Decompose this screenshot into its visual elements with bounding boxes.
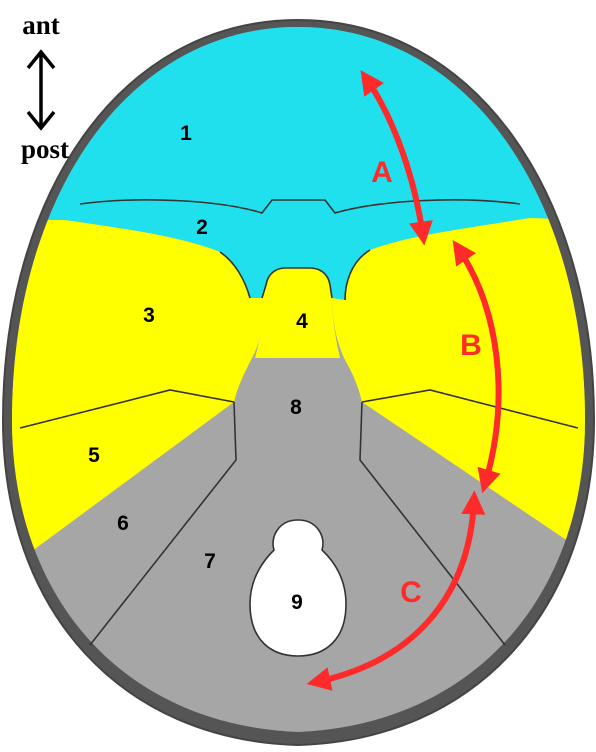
arc-a-label: A: [371, 156, 393, 189]
region-5-label: 5: [88, 444, 100, 467]
region-1-label: 1: [180, 122, 192, 145]
region-4-label: 4: [296, 310, 308, 333]
arc-c-label: C: [400, 576, 422, 609]
region-6-label: 6: [117, 512, 129, 535]
orientation-indicator: ant post: [6, 8, 76, 168]
region-8-label: 8: [290, 396, 302, 419]
posterior-label: post: [10, 136, 80, 163]
arc-b-label: B: [460, 329, 482, 362]
region-2-label: 2: [196, 216, 208, 239]
region-7-label: 7: [204, 550, 216, 573]
region-3-label: 3: [143, 304, 155, 327]
region-9-label: 9: [291, 591, 303, 614]
